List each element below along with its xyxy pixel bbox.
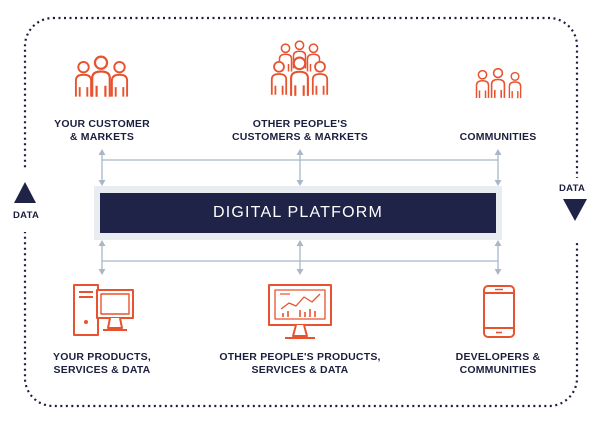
data-label-left: DATA: [13, 210, 40, 221]
node-label-other-products: OTHER PEOPLE'S PRODUCTS, SERVICES & DATA: [200, 351, 400, 377]
label-line: YOUR PRODUCTS,: [53, 351, 151, 363]
platform-label: DIGITAL PLATFORM: [212, 204, 384, 221]
data-down-arrow-icon: [563, 199, 587, 221]
digital-platform-bar: DIGITAL PLATFORM: [100, 193, 496, 233]
label-line: COMMUNITIES: [459, 131, 537, 143]
analytics-monitor-icon: [268, 284, 332, 339]
label-line: CUSTOMERS & MARKETS: [231, 131, 369, 143]
node-label-other-customers: OTHER PEOPLE'S CUSTOMERS & MARKETS: [215, 118, 385, 144]
label-line: & MARKETS: [69, 131, 135, 143]
node-label-your-products: YOUR PRODUCTS, SERVICES & DATA: [17, 351, 187, 377]
data-label-right: DATA: [559, 183, 586, 194]
top-connector: [98, 149, 502, 186]
label-line: SERVICES & DATA: [251, 364, 349, 376]
node-label-developers: DEVELOPERS & COMMUNITIES: [413, 351, 583, 377]
desktop-computer-icon: [73, 284, 134, 336]
label-line: OTHER PEOPLE'S PRODUCTS,: [219, 351, 381, 363]
mobile-phone-icon: [483, 285, 515, 338]
label-line: DEVELOPERS &: [455, 351, 541, 363]
node-label-communities: COMMUNITIES: [413, 131, 583, 144]
people-group-icon: [74, 55, 129, 98]
data-up-arrow-icon: [14, 182, 36, 203]
node-label-your-customer: YOUR CUSTOMER & MARKETS: [17, 118, 187, 144]
label-line: OTHER PEOPLE'S: [252, 118, 348, 130]
community-icon: [475, 67, 522, 99]
crowd-icon: [270, 40, 329, 97]
label-line: YOUR CUSTOMER: [54, 118, 150, 130]
label-line: COMMUNITIES: [459, 364, 537, 376]
label-line: SERVICES & DATA: [53, 364, 151, 376]
bottom-connector: [98, 240, 502, 275]
